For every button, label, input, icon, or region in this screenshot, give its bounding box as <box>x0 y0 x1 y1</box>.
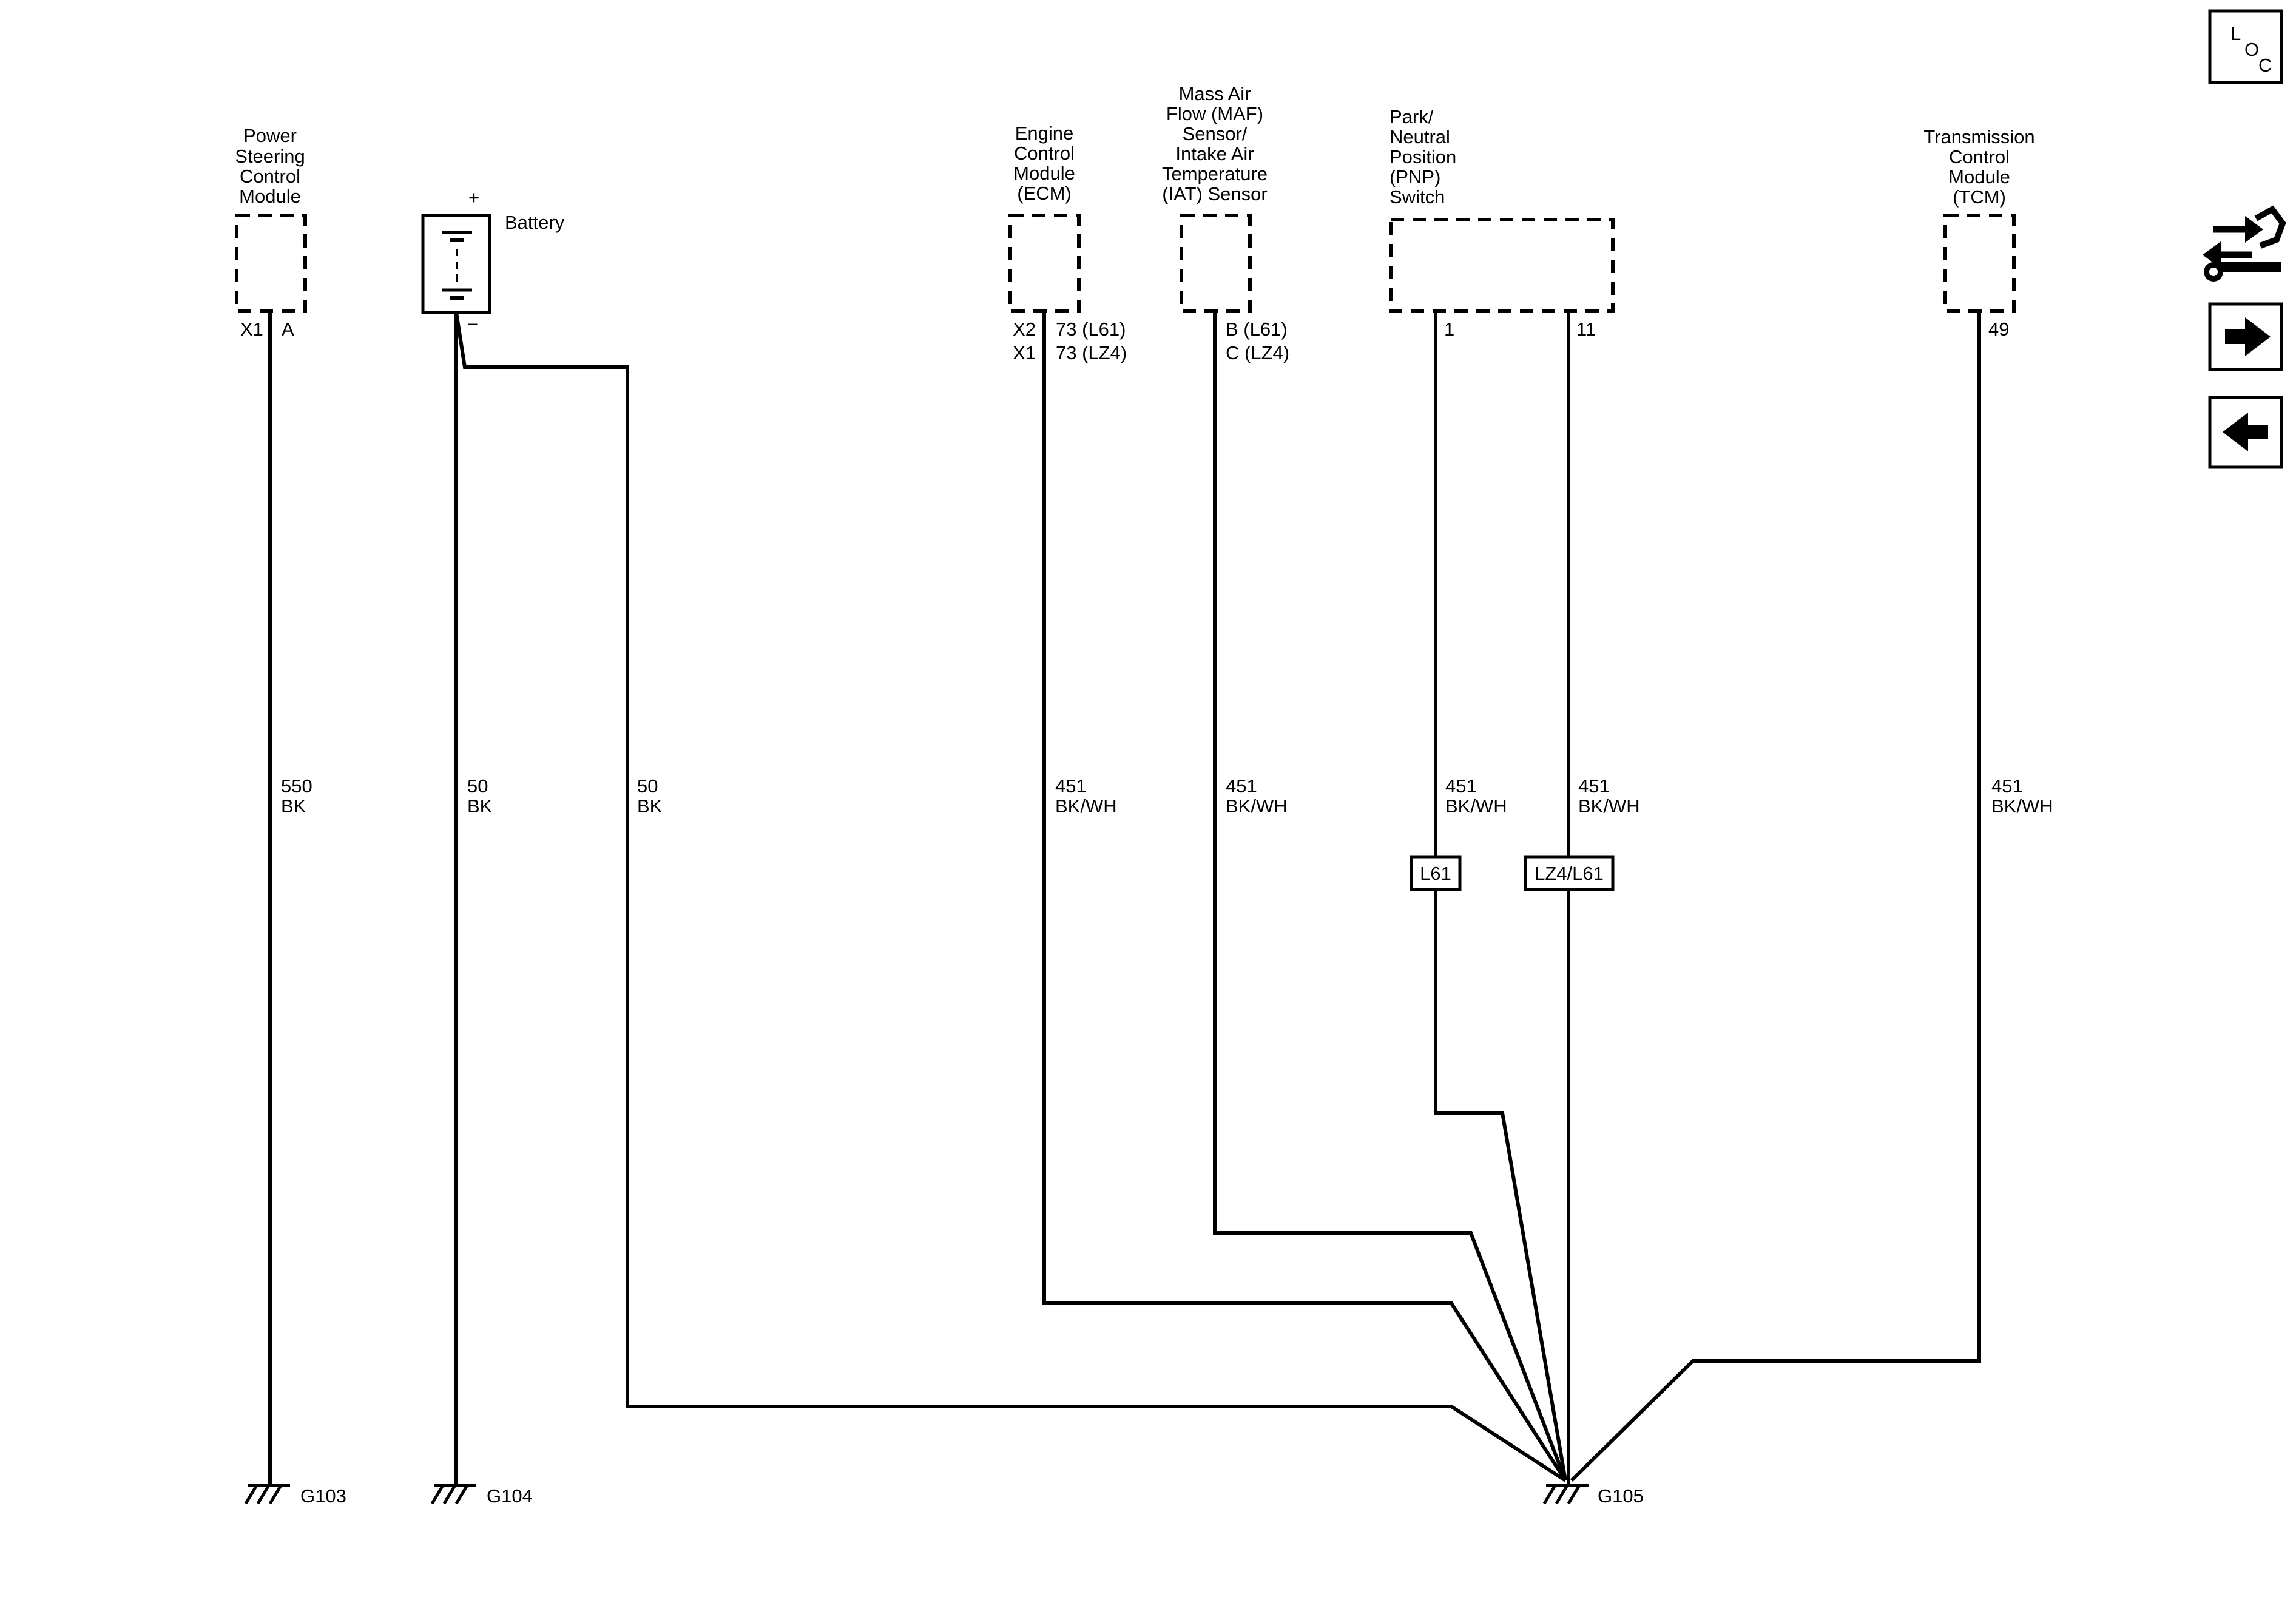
pnp-pin-11: 11 <box>1576 319 1596 340</box>
component-title-line: Temperature <box>1162 163 1268 184</box>
battery-plus-label: + <box>468 187 479 208</box>
component-title-line: Mass Air <box>1179 83 1251 104</box>
pnp-switch-box <box>1389 218 1615 313</box>
component-title-line: Module <box>1948 166 2010 187</box>
ground-label: G103 <box>300 1485 346 1507</box>
battery-title: Battery <box>505 212 565 233</box>
component-title-line: Sensor/ <box>1183 123 1248 144</box>
component-title-line: Neutral <box>1389 126 1450 147</box>
wire-circuit-label: 451 <box>1226 775 1257 797</box>
wire-tcm-g105 <box>1570 311 1981 1482</box>
wire-battery-g105 <box>454 312 1567 1482</box>
option-tag-lz4-l61: LZ4/L61 <box>1524 855 1615 891</box>
battery-symbol: + − <box>421 187 491 335</box>
pnp-pin-1: 1 <box>1444 319 1454 340</box>
wire-circuit-label: 451 <box>1578 775 1610 797</box>
component-title-line: Switch <box>1389 186 1445 208</box>
loc-button[interactable]: L O C <box>2208 9 2283 84</box>
loc-letter-c: C <box>2258 55 2272 76</box>
wire-circuit-label: 50 <box>637 775 658 797</box>
pnp-switch-title: Park/ Neutral Position (PNP) Switch <box>1389 106 1456 208</box>
power-steering-module-box <box>235 214 307 313</box>
connector-wrench-icon[interactable] <box>2203 205 2286 282</box>
component-title-line: Intake Air <box>1175 143 1254 164</box>
ecm-connector-x1: X1 <box>1013 342 1036 363</box>
maf-pin-lz4: C (LZ4) <box>1226 342 1289 363</box>
wire-pnp1-g105 <box>1434 311 1567 1481</box>
option-tag-text: L61 <box>1420 863 1451 884</box>
psm-pin-label: A <box>282 319 294 340</box>
wire-color-label: BK <box>467 795 493 817</box>
wire-circuit-label: 550 <box>281 775 312 797</box>
wire-ecm-g105 <box>1042 311 1567 1482</box>
wire-maf-g105 <box>1213 311 1567 1482</box>
loc-letter-o: O <box>2244 39 2259 60</box>
component-title-line: Park/ <box>1389 106 1434 127</box>
ecm-connector-x2: X2 <box>1013 319 1036 340</box>
option-tag-text: LZ4/L61 <box>1535 863 1604 884</box>
maf-iat-box <box>1180 214 1252 313</box>
wire-circuit-label: 50 <box>467 775 488 797</box>
component-title-line: Position <box>1389 146 1456 167</box>
wire-color-label: BK/WH <box>1226 795 1288 817</box>
component-title-line: (ECM) <box>1017 183 1072 204</box>
component-title-line: Module <box>1013 163 1075 184</box>
ecm-pin-l61: 73 (L61) <box>1056 319 1126 340</box>
component-title-line: Module <box>239 186 301 207</box>
psm-connector-label: X1 <box>240 319 263 340</box>
ground-label: G104 <box>487 1485 533 1507</box>
power-steering-module-title: Power Steering Control Module <box>235 125 305 207</box>
wire-circuit-label: 451 <box>1055 775 1087 797</box>
component-title-line: (TCM) <box>1953 186 2006 208</box>
component-title-line: (IAT) Sensor <box>1162 183 1267 204</box>
component-title-line: Flow (MAF) <box>1166 103 1263 124</box>
ground-g104: G104 <box>430 1484 533 1507</box>
ecm-box <box>1008 214 1081 313</box>
ground-label: G105 <box>1598 1485 1644 1507</box>
option-tag-l61: L61 <box>1410 855 1462 891</box>
ecm-title: Engine Control Module (ECM) <box>1013 123 1075 204</box>
arrow-left-icon[interactable] <box>2208 396 2283 469</box>
wire-color-label: BK/WH <box>1055 795 1117 817</box>
component-title-line: Control <box>1949 146 2010 167</box>
wire-color-label: BK/WH <box>1578 795 1640 817</box>
component-title-line: Transmission <box>1923 126 2034 147</box>
tcm-title: Transmission Control Module (TCM) <box>1923 126 2034 208</box>
ground-g103: G103 <box>244 1484 346 1507</box>
component-title-line: Power <box>243 125 297 146</box>
component-title-line: Steering <box>235 146 305 167</box>
tcm-box <box>1943 214 2016 313</box>
ground-g105: G105 <box>1542 1484 1644 1507</box>
wire-circuit-label: 451 <box>1445 775 1477 797</box>
wire-color-label: BK <box>281 795 306 817</box>
wire-color-label: BK/WH <box>1991 795 2053 817</box>
ecm-pin-lz4: 73 (LZ4) <box>1056 342 1127 363</box>
wire-color-label: BK/WH <box>1445 795 1507 817</box>
component-title-line: Control <box>1014 143 1075 164</box>
component-title-line: Engine <box>1015 123 1074 144</box>
arrow-right-icon[interactable] <box>2208 302 2283 371</box>
component-title-line: Control <box>240 166 300 187</box>
maf-iat-title: Mass Air Flow (MAF) Sensor/ Intake Air T… <box>1162 83 1268 204</box>
loc-letter-l: L <box>2230 23 2241 44</box>
wire-color-label: BK <box>637 795 663 817</box>
component-title-line: (PNP) <box>1389 166 1440 187</box>
tcm-pin-49: 49 <box>1988 319 2009 340</box>
maf-pin-l61: B (L61) <box>1226 319 1288 340</box>
wire-circuit-label: 451 <box>1991 775 2023 797</box>
battery-minus-label: − <box>467 314 478 335</box>
